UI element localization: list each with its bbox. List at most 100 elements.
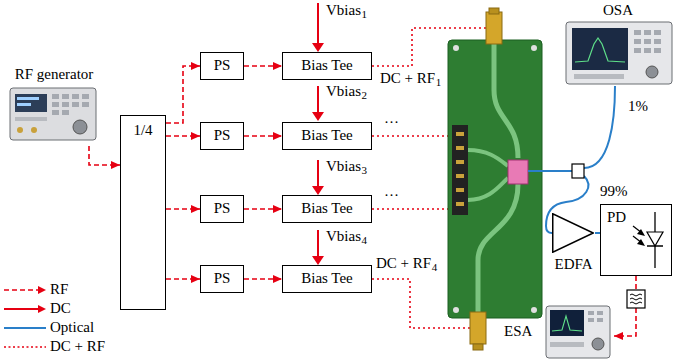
chip-board (456, 202, 464, 206)
rf-generator-illustration (31, 127, 37, 133)
rf-generator-illustration (62, 102, 69, 107)
power-splitter-box: 1/4 (120, 115, 166, 310)
photodiode-symbol (637, 229, 645, 236)
optical-fiber (584, 86, 615, 168)
rf-generator-illustration (52, 102, 59, 107)
chip-board (456, 188, 464, 192)
chip-board (456, 160, 464, 164)
node-label: RF generator (15, 66, 94, 83)
optical-fiber (528, 86, 615, 233)
filter-symbol (630, 294, 642, 296)
photodiode-symbol (633, 212, 663, 268)
legend-text: RF (50, 281, 68, 298)
signal-label: DC + RF (376, 255, 431, 272)
arrowhead (111, 161, 120, 169)
connector (244, 132, 282, 140)
node-label: PS (214, 200, 231, 217)
node-label: Bias Tee (301, 200, 353, 217)
bias-tee-box: Bias Tee (282, 265, 372, 293)
connector (244, 205, 282, 213)
rf-generator-illustration (17, 127, 23, 133)
connector (166, 275, 200, 283)
connector (89, 146, 120, 169)
esa-illustration (546, 306, 610, 358)
rf-generator-illustration (17, 97, 39, 100)
dc-bias-arrow (317, 3, 319, 44)
chip-board (468, 150, 508, 166)
filter-symbol (630, 302, 642, 304)
filter-symbol (627, 290, 645, 308)
osa-illustration (654, 30, 661, 35)
rf-generator-illustration (72, 94, 79, 99)
edfa-amplifier: EDFA (552, 213, 595, 273)
chip-board (478, 184, 518, 314)
osa-illustration (634, 30, 641, 35)
connector (244, 275, 282, 283)
filter-symbol (630, 298, 642, 300)
legend-text: DC + RF (50, 338, 105, 355)
amplifier-triangle (552, 213, 594, 253)
connector (166, 132, 200, 140)
ellipsis-label: ··· (384, 114, 399, 131)
chip-board (448, 40, 542, 318)
chip-board (456, 174, 464, 178)
node-label: OSA (603, 2, 633, 19)
node-label: Bias Tee (301, 270, 353, 287)
subscript: 1 (436, 77, 442, 88)
legend-sample (4, 289, 38, 291)
amplifier-triangle (553, 214, 594, 253)
osa-illustration (654, 39, 661, 44)
connector-line (89, 146, 120, 165)
node-label: PS (214, 127, 231, 144)
legend-text: Optical (50, 319, 94, 336)
osa-illustration (575, 38, 625, 62)
esa-illustration (552, 316, 582, 331)
voltage-label: Vbias (326, 228, 361, 245)
node-label: 1/4 (133, 122, 152, 139)
chip-board (453, 45, 459, 51)
osa-illustration (566, 22, 672, 84)
node-label: PS (214, 57, 231, 74)
node-label: Bias Tee (301, 127, 353, 144)
arrowhead (191, 62, 200, 70)
rf-generator: RF generator (4, 66, 104, 146)
legend-sample (38, 305, 46, 313)
dc-bias-arrow (312, 186, 324, 195)
osa-illustration (574, 74, 624, 79)
dc-bias-arrow (312, 43, 324, 52)
esa-illustration (597, 311, 603, 315)
rf-generator-illustration (52, 94, 59, 99)
ratio-label: 1% (628, 98, 648, 115)
subscript: 4 (362, 235, 368, 246)
voltage-label: Vbias (326, 83, 361, 100)
rf-generator-illustration (72, 102, 79, 107)
dc-bias-arrow (312, 112, 324, 121)
phase-shifter-box: PS (200, 52, 244, 80)
photodiode-symbol (647, 245, 663, 247)
bias-tee-box: Bias Tee (282, 195, 372, 223)
osa-illustration (634, 39, 641, 44)
dc-bias-arrow (317, 230, 319, 257)
arrowhead (273, 205, 282, 213)
ellipsis-label: ··· (384, 187, 399, 204)
arrowhead (273, 132, 282, 140)
chip-board (508, 160, 528, 184)
optical-fiber (528, 170, 572, 172)
connector (166, 205, 200, 213)
connector (166, 62, 200, 123)
arrowhead (191, 205, 200, 213)
rf-generator-illustration (62, 94, 69, 99)
legend-sample (38, 286, 46, 294)
osa-illustration (644, 30, 651, 35)
photodiode-symbol (637, 239, 645, 246)
chip-board (468, 178, 508, 200)
arrowhead (191, 132, 200, 140)
chip-board (489, 8, 499, 14)
subscript: 4 (432, 262, 438, 273)
photodetector-box: PD (600, 204, 672, 276)
osa-illustration (646, 66, 658, 78)
signal-label: DC + RF (380, 70, 435, 87)
phase-shifter-box: PS (200, 122, 244, 150)
phase-shifter-box: PS (200, 265, 244, 293)
